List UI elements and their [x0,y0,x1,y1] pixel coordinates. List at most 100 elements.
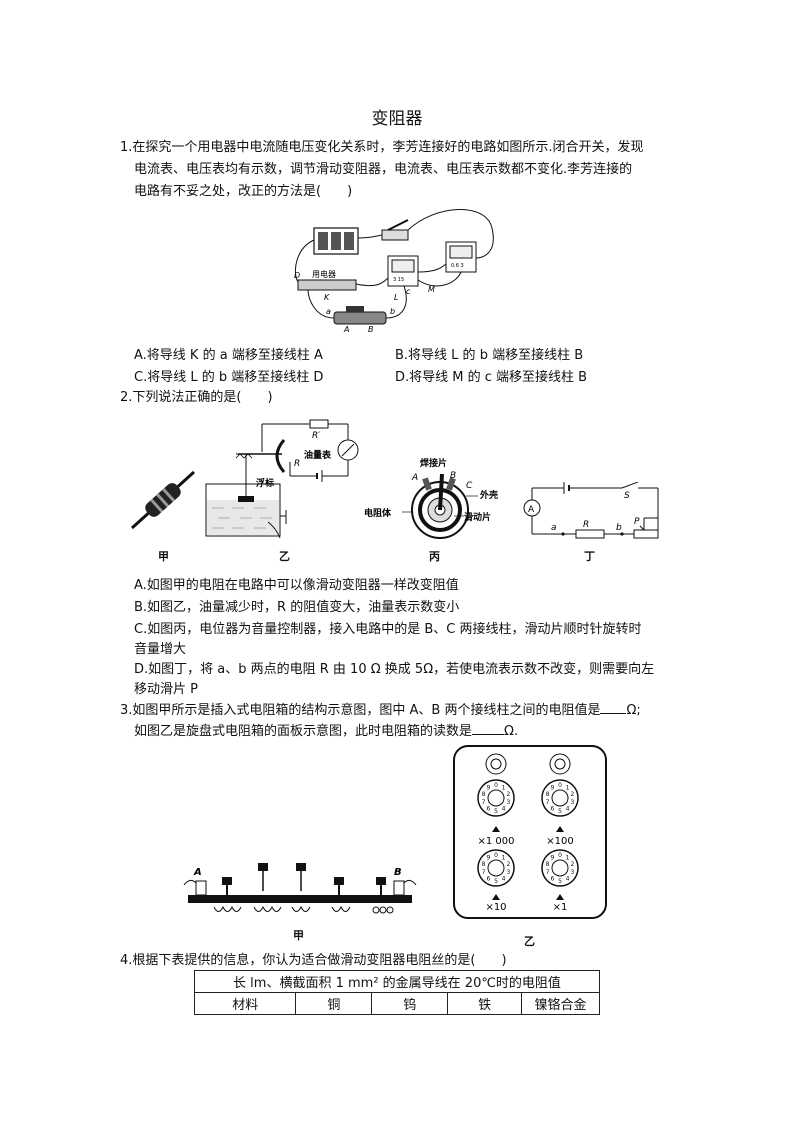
dial-digit: 3 [506,799,510,806]
dial-x10-label: ×10 [485,902,506,913]
dial-digit: 7 [546,869,550,876]
dial-digit: 2 [506,791,510,798]
q4-stem: 4.根据下表提供的信息，你认为适合做滑动变阻器电阻丝的是( ) [120,953,507,968]
svg-text:外壳: 外壳 [479,489,498,501]
q2-stem: 2.下列说法正确的是( ) [120,390,273,405]
svg-text:焊接片: 焊接片 [420,457,447,469]
svg-text:A: A [343,325,349,334]
dial-digit: 8 [546,861,550,868]
dial-digit: 1 [502,855,506,862]
q2-option-a: A.如图甲的电阻在电路中可以像滑动变阻器一样改变阻值 [134,578,459,593]
dial-digit: 1 [566,785,570,792]
circuit-wires [294,209,494,319]
dial-digit: 0 [494,782,498,789]
dial-digit: 5 [558,808,562,815]
dial-x1000 [477,779,515,817]
svg-text:滑动片: 滑动片 [464,511,491,523]
dial-digit: 4 [502,876,506,883]
q1-stem-line2: 电流表、电压表均有示数，调节滑动变阻器，电流表、电压表示数都不变化.李芳连接的 [134,162,633,177]
svg-text:L: L [394,293,398,302]
svg-text:R′: R′ [312,431,320,441]
svg-text:b: b [390,307,395,316]
dial-digit: 1 [502,785,506,792]
svg-text:电阻体: 电阻体 [364,507,392,519]
q2-fig-yi-oil-gauge: R′ R 油量表 浮标 [205,419,359,539]
q2-fig-jia-caption: 甲 [158,550,169,563]
svg-text:A: A [411,473,418,483]
q2-option-c: C.如图丙，电位器为音量控制器，接入电路中的是 B、C 两接线柱，滑动片顺时针旋… [134,622,642,637]
svg-text:D: D [294,271,300,280]
page-title: 变阻器 [371,109,423,129]
dial-digit: 2 [506,861,510,868]
q1-stem-line3: 电路有不妥之处，改正的方法是( ) [134,184,353,199]
svg-text:c: c [406,287,411,296]
q4-table-header: 钨 [371,992,449,1015]
dial-digit: 4 [566,806,570,813]
switch-icon [381,219,409,241]
svg-text:A: A [193,867,202,878]
q2-fig-ding-circuit: A S a R b P [523,482,659,539]
q3-blank-2[interactable] [472,721,505,735]
svg-text:B: B [450,471,456,481]
device-label: 用电器 [312,269,336,279]
svg-text:K: K [324,293,330,302]
q3-stem-line1: 3.如图甲所示是插入式电阻箱的结构示意图，图中 A、B 两个接线柱之间的电阻值是… [120,700,641,722]
svg-text:R: R [294,459,300,469]
q3-fig-jia-caption: 甲 [293,929,304,942]
dial-digit: 3 [570,799,574,806]
dial-x1-label: ×1 [553,902,568,913]
dial-digit: 7 [482,799,486,806]
dial-digit: 5 [558,878,562,885]
svg-text:油量表: 油量表 [304,449,332,461]
dial-digit: 6 [486,806,490,813]
q2-fig-bing-caption: 丙 [429,550,440,563]
q1-option-c: C.将导线 L 的 b 端移至接线柱 D [134,370,324,385]
svg-text:P: P [634,517,640,527]
dial-digit: 3 [570,869,574,876]
svg-text:浮标: 浮标 [256,477,274,489]
dial-digit: 3 [506,869,510,876]
svg-text:S: S [624,491,630,501]
battery-pack-icon [313,227,359,255]
q1-option-d: D.将导线 M 的 c 端移至接线柱 B [395,370,588,385]
q4-table-header: 铜 [295,992,373,1015]
rheostat-icon: a b A B [326,306,395,334]
dial-x10 [477,849,515,887]
dial-digit: 4 [566,876,570,883]
dial-digit: 0 [558,852,562,859]
dial-digit: 9 [550,855,554,862]
q3-blank-1[interactable] [600,700,627,714]
svg-text:a: a [326,307,331,316]
q1-circuit-figure: 用电器 D K 3 15 0.6 3 a b A B L c M [294,209,494,334]
q2-option-c-cont: 音量增大 [134,642,187,657]
dial-digit: 8 [546,791,550,798]
dial-digit: 9 [550,785,554,792]
svg-text:R: R [583,520,589,530]
q4-table-header: 铁 [447,992,523,1015]
dial-digit: 6 [550,806,554,813]
svg-text:B: B [368,325,374,334]
dial-digit: 5 [494,878,498,885]
ammeter-icon: 0.6 3 [445,241,477,273]
q2-option-d-cont: 移动滑片 P [134,682,198,697]
dial-digit: 2 [570,861,574,868]
dial-x100 [541,779,579,817]
svg-text:b: b [616,523,622,533]
dial-digit: 6 [550,876,554,883]
dial-digit: 4 [502,806,506,813]
dial-digit: 5 [494,808,498,815]
q4-table-caption: 长 lm、横截面积 1 mm² 的金属导线在 20℃时的电阻值 [194,970,600,993]
q1-stem-line1: 1.在探究一个用电器中电流随电压变化关系时，李芳连接好的电路如图所示.闭合开关，… [120,140,644,155]
svg-text:C: C [466,481,473,491]
svg-text:a: a [551,523,557,533]
q2-option-b: B.如图乙，油量减少时，R 的阻值变大，油量表示数变小 [134,600,460,615]
dial-digit: 0 [558,782,562,789]
dial-digit: 9 [486,785,490,792]
svg-text:0.6 3: 0.6 3 [451,263,464,269]
dial-digit: 8 [482,791,486,798]
q4-table-header: 镍铬合金 [521,992,600,1015]
dial-digit: 2 [570,791,574,798]
dial-digit: 7 [546,799,550,806]
